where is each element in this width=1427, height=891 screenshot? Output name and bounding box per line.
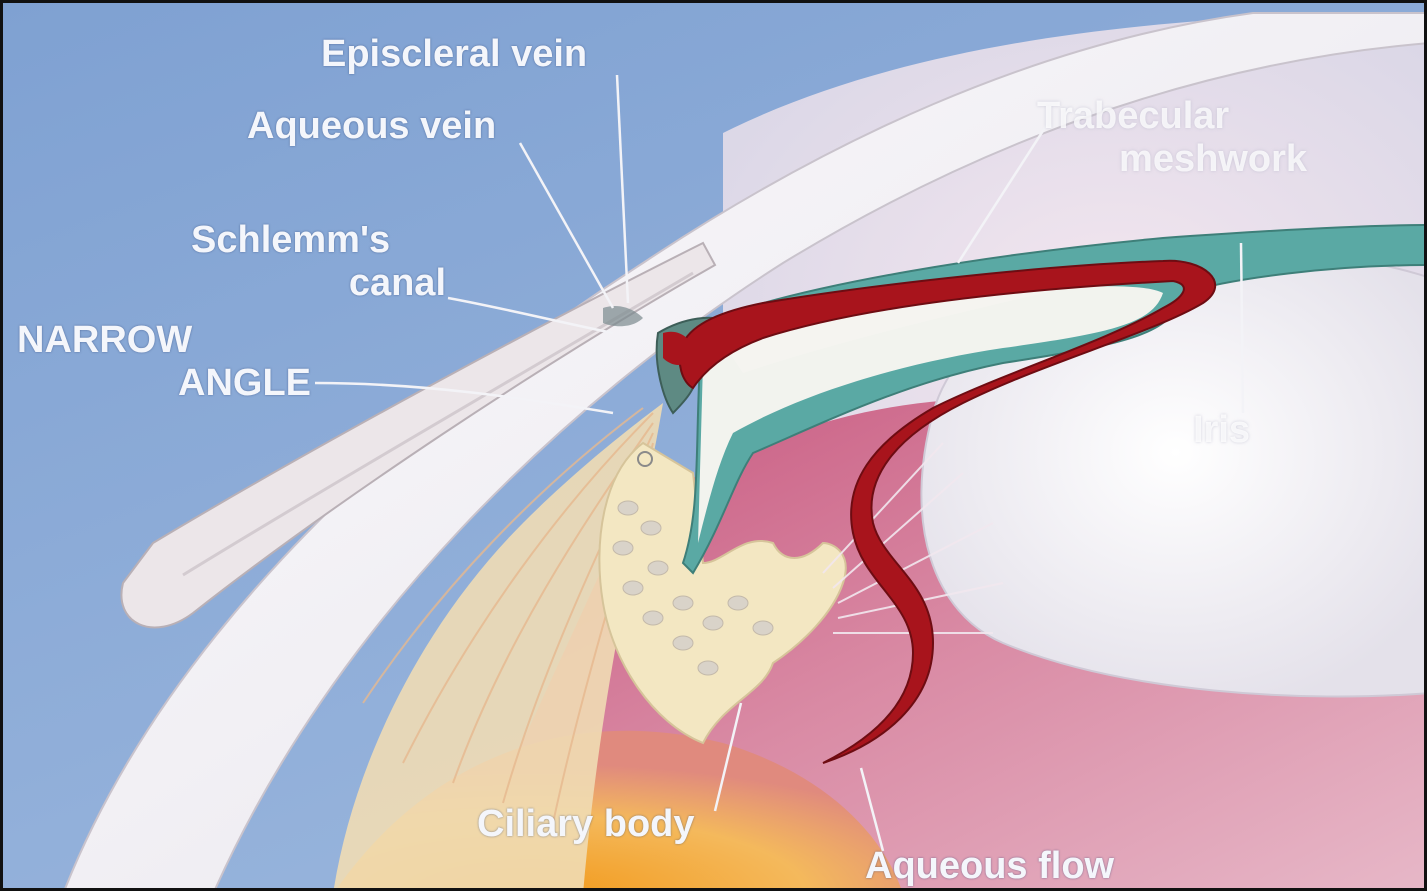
label-narrow-line2: ANGLE [17,362,311,405]
label-aqueous-vein: Aqueous vein [247,105,496,148]
label-iris: Iris [1193,409,1250,452]
label-trabecular-meshwork: Trabecular meshwork [1037,95,1307,180]
label-trabecular-line1: Trabecular [1037,95,1307,138]
label-ciliary-body: Ciliary body [477,803,695,846]
label-episcleral-vein: Episcleral vein [321,33,587,76]
label-narrow-line1: NARROW [17,319,311,362]
label-schlemms-line2: canal [191,262,446,305]
label-aqueous-flow: Aqueous flow [865,845,1114,888]
label-schlemms-line1: Schlemm's [191,219,446,262]
label-narrow-angle: NARROW ANGLE [17,319,311,404]
label-trabecular-line2: meshwork [1037,138,1307,181]
label-schlemms-canal: Schlemm's canal [191,219,446,304]
